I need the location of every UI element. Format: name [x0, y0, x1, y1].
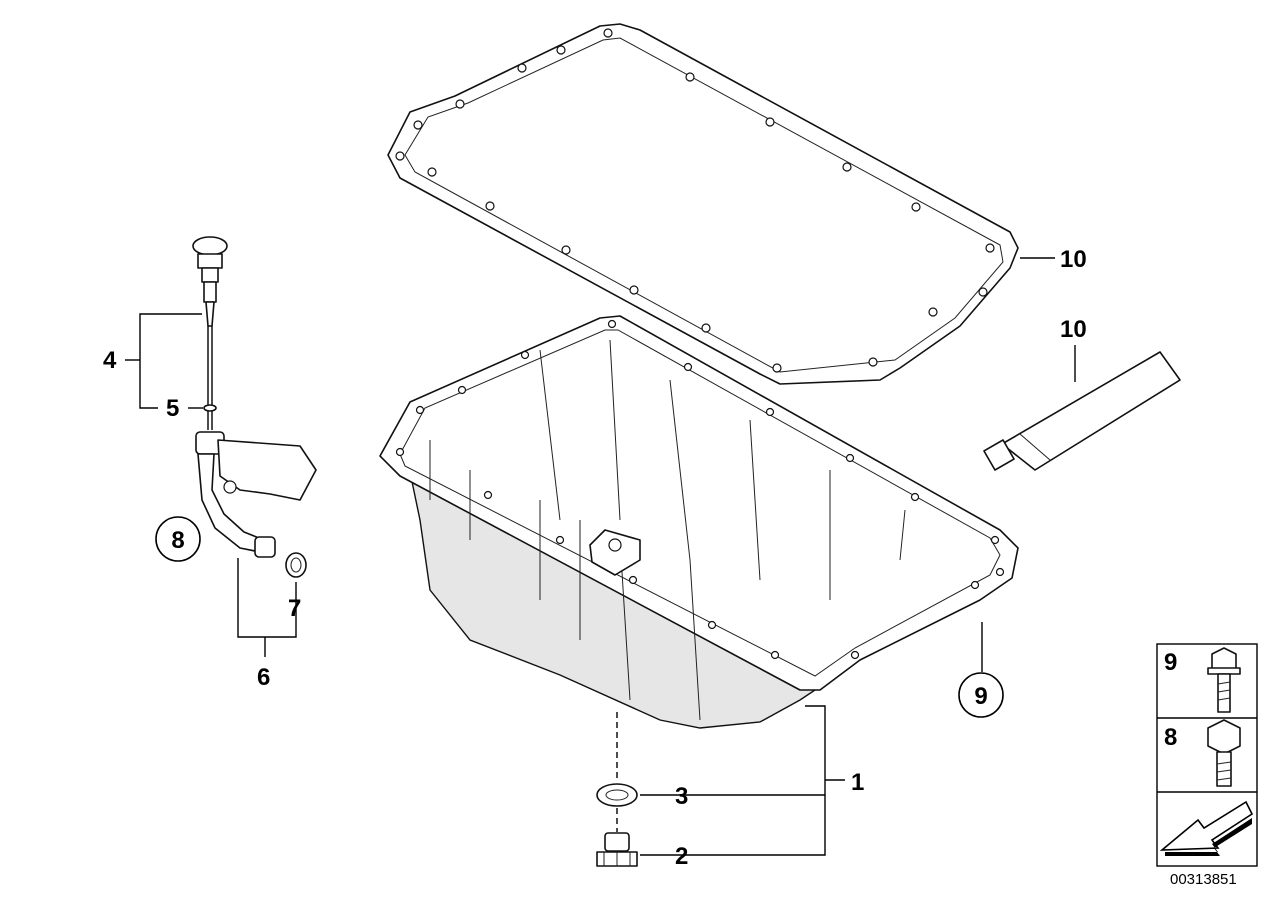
svg-text:9: 9: [974, 683, 987, 710]
oil-pan-gasket: [387, 23, 1019, 385]
leader-lines: [125, 257, 1076, 856]
tube-seal: [285, 552, 307, 578]
gasket-bolt-holes: [395, 28, 995, 373]
arrow-icon: [1159, 800, 1254, 856]
sealant-tube: [983, 351, 1181, 471]
svg-text:8: 8: [171, 527, 184, 554]
pan-bolt-holes: [395, 319, 1005, 660]
bolt-8-icon: [1207, 719, 1241, 787]
diagram-reference-number: 00313851: [1170, 871, 1237, 888]
callout-10-gasket: 10: [1060, 246, 1087, 273]
callout-7: 7: [288, 595, 301, 622]
callout-10-sealant: 10: [1060, 316, 1087, 343]
callout-4: 4: [103, 347, 117, 374]
callout-2: 2: [675, 843, 688, 870]
bolt-legend: 9 8: [1156, 643, 1258, 867]
legend-label-8: 8: [1164, 724, 1177, 751]
callout-1: 1: [851, 769, 864, 796]
legend-label-9: 9: [1164, 649, 1177, 676]
bolt-9-icon: [1207, 647, 1241, 713]
callout-5: 5: [166, 395, 179, 422]
seal-ring: [596, 783, 638, 807]
callout-9-circled: 9: [958, 672, 1004, 718]
oil-pan: [379, 315, 1019, 729]
guide-tube: [195, 431, 317, 558]
callout-8-circled: 8: [155, 516, 201, 562]
drain-plug: [596, 832, 638, 867]
dipstick: [192, 236, 228, 430]
callout-6: 6: [257, 664, 270, 691]
callout-3: 3: [675, 783, 688, 810]
o-ring: [203, 404, 217, 412]
